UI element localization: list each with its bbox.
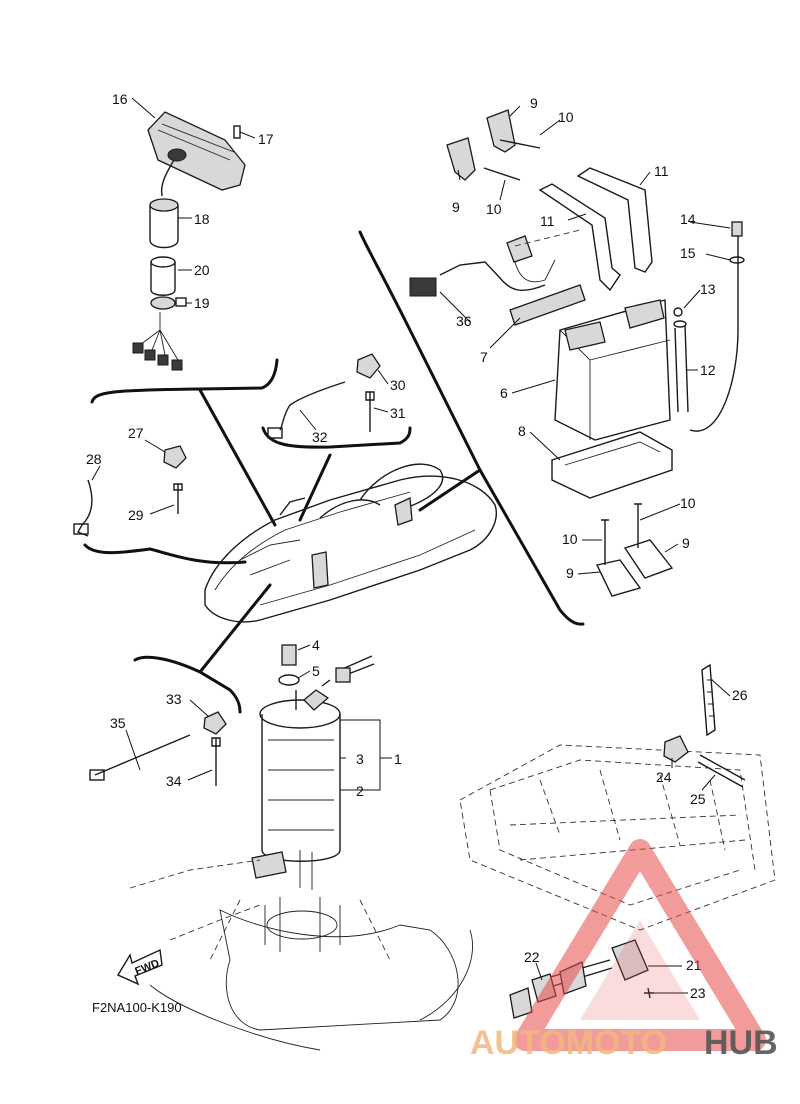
- callout-14: 14: [680, 211, 696, 227]
- callout-9-left: 9: [452, 199, 460, 215]
- callout-9-top: 9: [530, 95, 538, 111]
- callout-22: 22: [524, 949, 540, 965]
- watermark-text-automoto: AUTOMOTO: [470, 1024, 667, 1062]
- callout-26: 26: [732, 687, 748, 703]
- watermark-triangle-icon: [514, 839, 766, 1051]
- callout-36: 36: [456, 313, 472, 329]
- callout-35: 35: [110, 715, 126, 731]
- callout-34: 34: [166, 773, 182, 789]
- callout-24: 24: [656, 769, 672, 785]
- battery-group: [409, 109, 745, 597]
- callout-1: 1: [394, 751, 402, 767]
- callout-25: 25: [690, 791, 706, 807]
- callout-11-left: 11: [540, 213, 555, 229]
- callout-30: 30: [390, 377, 406, 393]
- watermark-text-hub: HUB: [704, 1024, 778, 1062]
- callout-10-top: 10: [558, 109, 574, 125]
- callout-9-bottom-right: 9: [682, 535, 690, 551]
- callout-11-right: 11: [654, 163, 669, 179]
- callout-12: 12: [700, 362, 716, 378]
- callout-3: 3: [356, 751, 364, 767]
- callout-15: 15: [680, 245, 696, 261]
- callout-28: 28: [86, 451, 102, 467]
- callout-8: 8: [518, 423, 526, 439]
- callout-10-left: 10: [486, 201, 502, 217]
- watercraft-hull: [204, 463, 497, 623]
- callout-29: 29: [128, 507, 144, 523]
- clamp-group-left: [73, 445, 187, 537]
- callout-19: 19: [194, 295, 210, 311]
- callout-32: 32: [312, 429, 328, 445]
- callout-10-bottom-right: 10: [680, 495, 696, 511]
- group-brackets: [83, 230, 585, 714]
- callout-27: 27: [128, 425, 144, 441]
- callout-31: 31: [390, 405, 406, 421]
- callout-9-bottom-left: 9: [566, 565, 574, 581]
- callout-4: 4: [312, 637, 320, 653]
- callout-13: 13: [700, 281, 716, 297]
- callout-17: 17: [258, 131, 274, 147]
- callout-33: 33: [166, 691, 182, 707]
- clamp-group-mid: [267, 353, 381, 439]
- callout-6: 6: [500, 385, 508, 401]
- callout-23: 23: [690, 985, 706, 1001]
- callout-16: 16: [112, 91, 128, 107]
- watermark-logo: [514, 839, 766, 1051]
- callout-leaders: [91, 97, 731, 994]
- callout-18: 18: [194, 211, 210, 227]
- callout-5: 5: [312, 663, 320, 679]
- callout-2: 2: [356, 783, 364, 799]
- fuel-pump-assembly: [89, 644, 375, 890]
- callout-10-bottom-left: 10: [562, 531, 578, 547]
- drawing-code: F2NA100-K190: [92, 1000, 182, 1015]
- forward-arrow: FWD: [116, 948, 163, 986]
- fuse-box-assembly: [132, 111, 246, 371]
- callout-7: 7: [480, 349, 488, 365]
- deck-outline: [129, 859, 473, 1051]
- callout-labels: 16 17 18 20 19 9 10 9 10 11 11 14 15 13 …: [86, 91, 748, 1001]
- callout-20: 20: [194, 262, 210, 278]
